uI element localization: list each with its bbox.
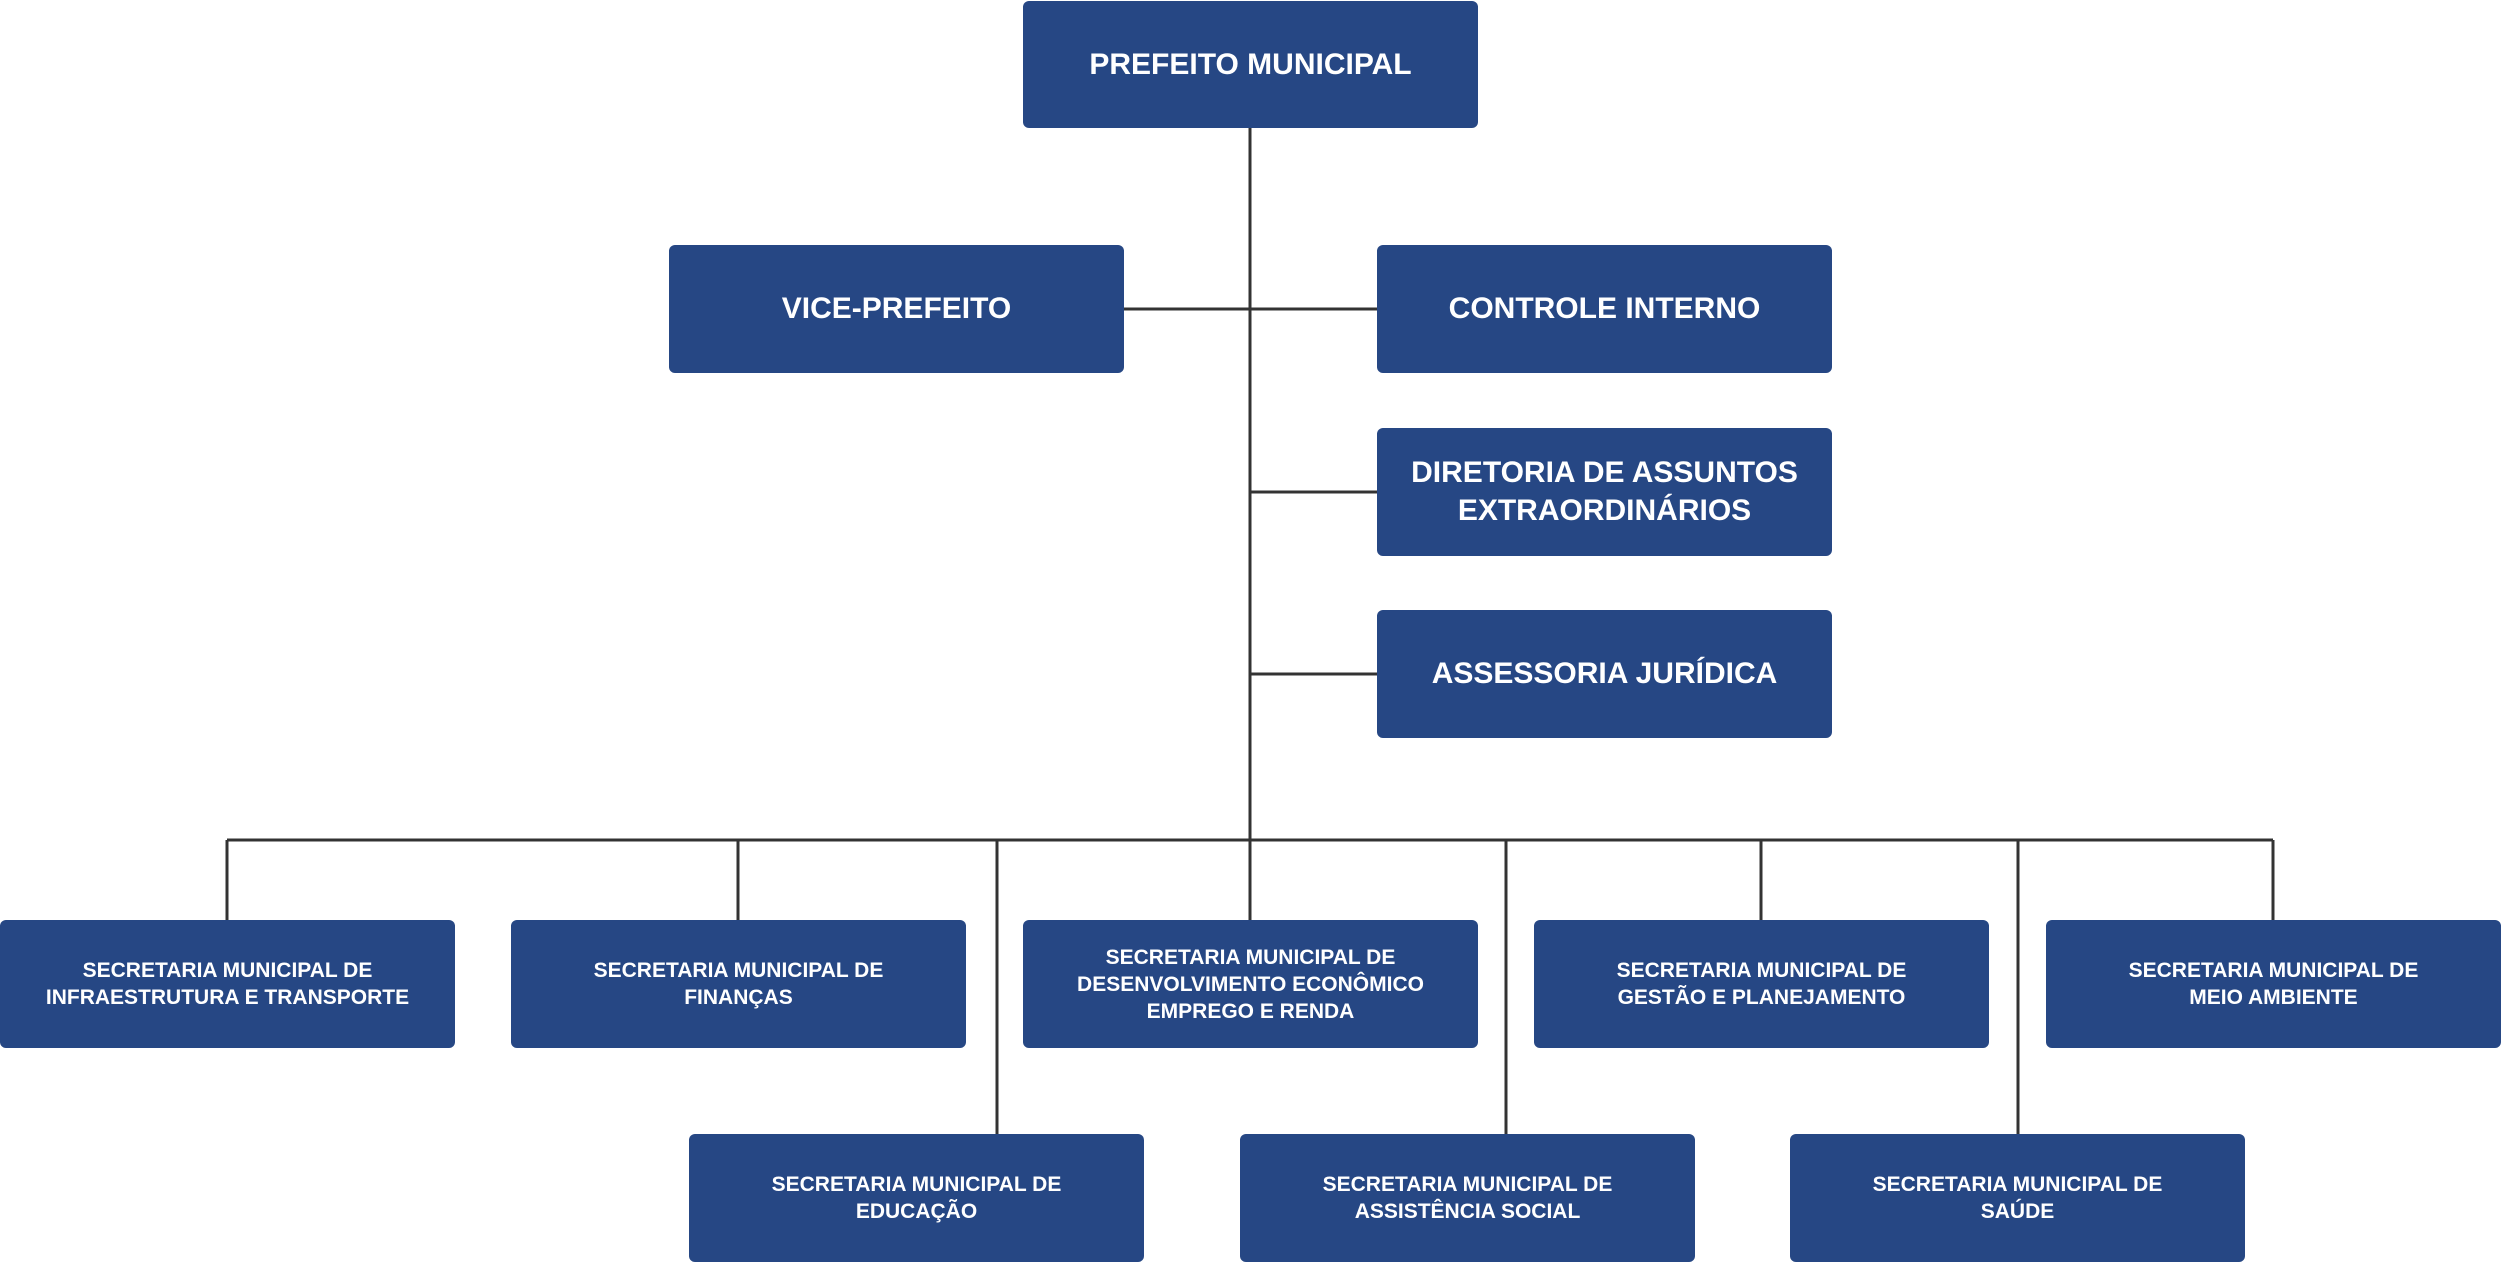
management-secretariat-box: SECRETARIA MUNICIPAL DE GESTÃO E PLANEJA… [1534, 920, 1989, 1048]
social-assistance-secretariat-label: SECRETARIA MUNICIPAL DE ASSISTÊNCIA SOCI… [1322, 1173, 1613, 1223]
social-assistance-secretariat-box: SECRETARIA MUNICIPAL DE ASSISTÊNCIA SOCI… [1240, 1134, 1695, 1262]
health-secretariat-box: SECRETARIA MUNICIPAL DE SAÚDE [1790, 1134, 2245, 1262]
finance-secretariat-label: SECRETARIA MUNICIPAL DE FINANÇAS [593, 959, 884, 1009]
health-secretariat-label: SECRETARIA MUNICIPAL DE SAÚDE [1872, 1173, 2163, 1223]
mayor-box: PREFEITO MUNICIPAL [1023, 1, 1478, 128]
environment-secretariat-label: SECRETARIA MUNICIPAL DE MEIO AMBIENTE [2128, 959, 2419, 1009]
vice-mayor-label: VICE-PREFEITO [781, 292, 1012, 325]
infrastructure-secretariat-box: SECRETARIA MUNICIPAL DE INFRAESTRUTURA E… [0, 920, 455, 1048]
extraordinary-affairs-box: DIRETORIA DE ASSUNTOS EXTRAORDINÁRIOS [1377, 428, 1832, 556]
internal-control-box: CONTROLE INTERNO [1377, 245, 1832, 373]
vice-mayor-box: VICE-PREFEITO [669, 245, 1124, 373]
extraordinary-affairs-label: DIRETORIA DE ASSUNTOS EXTRAORDINÁRIOS [1411, 456, 1798, 527]
legal-advisory-label: ASSESSORIA JURÍDICA [1431, 657, 1778, 690]
internal-control-label: CONTROLE INTERNO [1448, 292, 1761, 325]
environment-secretariat-box: SECRETARIA MUNICIPAL DE MEIO AMBIENTE [2046, 920, 2501, 1048]
infrastructure-secretariat-label: SECRETARIA MUNICIPAL DE INFRAESTRUTURA E… [45, 959, 410, 1009]
finance-secretariat-box: SECRETARIA MUNICIPAL DE FINANÇAS [511, 920, 966, 1048]
management-secretariat-label: SECRETARIA MUNICIPAL DE GESTÃO E PLANEJA… [1616, 959, 1907, 1009]
economic-development-secretariat-box: SECRETARIA MUNICIPAL DE DESENVOLVIMENTO … [1023, 920, 1478, 1048]
education-secretariat-label: SECRETARIA MUNICIPAL DE EDUCAÇÃO [771, 1173, 1062, 1223]
education-secretariat-box: SECRETARIA MUNICIPAL DE EDUCAÇÃO [689, 1134, 1144, 1262]
economic-development-secretariat-label: SECRETARIA MUNICIPAL DE DESENVOLVIMENTO … [1077, 945, 1424, 1023]
legal-advisory-box: ASSESSORIA JURÍDICA [1377, 610, 1832, 738]
mayor-label: PREFEITO MUNICIPAL [1089, 47, 1412, 81]
